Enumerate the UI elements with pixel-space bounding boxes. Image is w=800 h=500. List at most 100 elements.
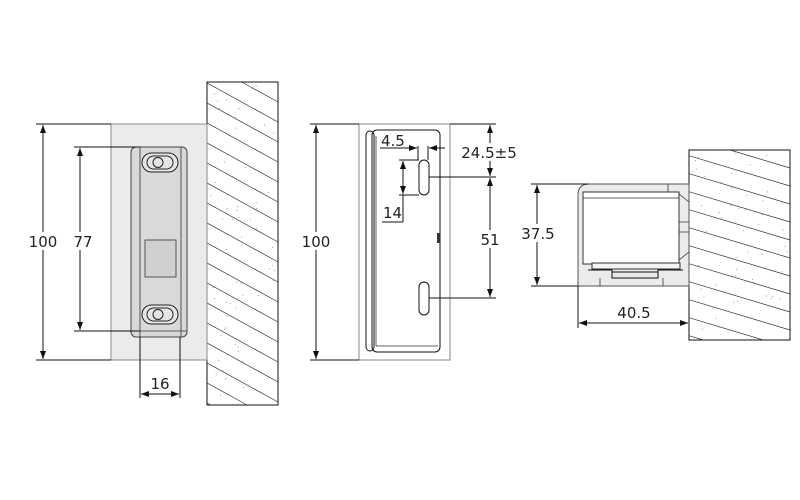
aggregate-dot xyxy=(704,297,705,298)
aggregate-dot xyxy=(226,302,227,303)
hatch-line xyxy=(689,246,790,276)
aggregate-dot xyxy=(241,283,242,284)
wall-section-right xyxy=(689,150,790,340)
aggregate-dot xyxy=(256,208,257,209)
aggregate-dot xyxy=(693,171,694,172)
aggregate-dot xyxy=(746,195,747,196)
aggregate-dot xyxy=(269,269,270,270)
dim-label-slot-spacing: 51 xyxy=(480,231,499,249)
screw-slot-bottom xyxy=(142,305,178,324)
hatch-line xyxy=(207,123,278,162)
aggregate-dot xyxy=(772,296,773,297)
front-view: 100 77 16 xyxy=(26,82,278,405)
aggregate-dot xyxy=(698,157,699,158)
dim-label-slot-offset: 4.5 xyxy=(381,132,405,150)
aggregate-dot xyxy=(235,128,236,129)
aggregate-dot xyxy=(781,203,782,204)
hatch-line xyxy=(207,243,278,282)
aggregate-dot xyxy=(758,224,759,225)
aggregate-dot xyxy=(739,208,740,209)
aggregate-dot xyxy=(238,260,239,261)
hatch-line xyxy=(689,318,763,340)
aggregate-dot xyxy=(256,203,257,204)
aggregate-dot xyxy=(225,233,226,234)
aggregate-dot xyxy=(218,360,219,361)
hatch-line xyxy=(689,336,703,340)
aggregate-dot xyxy=(256,228,257,229)
aggregate-dot xyxy=(217,101,218,102)
aggregate-dot xyxy=(719,327,720,328)
aggregate-dot xyxy=(243,387,244,388)
hatch-line xyxy=(689,264,790,294)
aggregate-dot xyxy=(236,210,237,211)
aggregate-dot xyxy=(214,94,215,95)
aggregate-dot xyxy=(735,275,736,276)
hatch-line xyxy=(207,383,247,405)
aggregate-dot xyxy=(241,236,242,237)
aggregate-dot xyxy=(737,257,738,258)
aggregate-dot xyxy=(766,296,767,297)
dim-label-slot-length: 14 xyxy=(383,204,402,222)
aggregate-dot xyxy=(273,280,274,281)
hatch-line xyxy=(207,203,278,242)
aggregate-dot xyxy=(220,150,221,151)
aggregate-dot xyxy=(219,108,220,109)
aggregate-dot xyxy=(704,176,705,177)
wall-section-left xyxy=(207,82,278,405)
aggregate-dot xyxy=(784,246,785,247)
aggregate-dot xyxy=(215,182,216,183)
aggregate-dot xyxy=(250,219,251,220)
aggregate-dot xyxy=(783,230,784,231)
hatch-line xyxy=(207,83,278,122)
aggregate-dot xyxy=(750,164,751,165)
aggregate-dot xyxy=(779,299,780,300)
aggregate-dot xyxy=(731,173,732,174)
aggregate-dot xyxy=(716,285,717,286)
aggregate-dot xyxy=(753,282,754,283)
dim-label-width: 16 xyxy=(150,375,169,393)
aggregate-dot xyxy=(752,279,753,280)
dim-label-profile-depth: 40.5 xyxy=(617,304,650,322)
aggregate-dot xyxy=(238,298,239,299)
aggregate-dot xyxy=(245,167,246,168)
aggregate-dot xyxy=(748,251,749,252)
dim-label-top-offset: 24.5±5 xyxy=(461,144,517,162)
aggregate-dot xyxy=(762,200,763,201)
aggregate-dot xyxy=(242,302,243,303)
screw-slot-top xyxy=(142,153,178,172)
aggregate-dot xyxy=(211,195,212,196)
aggregate-dot xyxy=(216,374,217,375)
aggregate-dot xyxy=(701,289,702,290)
aggregate-dot xyxy=(241,245,242,246)
aggregate-dot xyxy=(221,335,222,336)
aggregate-dot xyxy=(235,344,236,345)
aggregate-dot xyxy=(252,88,253,89)
aggregate-dot xyxy=(239,108,240,109)
magnet-window xyxy=(145,240,176,277)
hatch-line xyxy=(207,303,278,342)
aggregate-dot xyxy=(214,298,215,299)
aggregate-dot xyxy=(227,208,228,209)
aggregate-dot xyxy=(696,169,697,170)
hatch-line xyxy=(689,192,790,222)
hatch-line xyxy=(689,174,790,204)
aggregate-dot xyxy=(702,328,703,329)
aggregate-dot xyxy=(721,182,722,183)
aggregate-dot xyxy=(730,205,731,206)
dim-label-side-height: 100 xyxy=(302,233,331,251)
aggregate-dot xyxy=(699,265,700,266)
aggregate-dot xyxy=(272,265,273,266)
aggregate-dot xyxy=(721,217,722,218)
aggregate-dot xyxy=(225,328,226,329)
aggregate-dot xyxy=(227,316,228,317)
aggregate-dot xyxy=(235,117,236,118)
aggregate-dot xyxy=(232,219,233,220)
aggregate-dot xyxy=(274,270,275,271)
dim-label-profile-height: 37.5 xyxy=(521,225,554,243)
aggregate-dot xyxy=(737,301,738,302)
aggregate-dot xyxy=(222,370,223,371)
hatch-line xyxy=(207,183,278,222)
dim-label-hole-spacing: 77 xyxy=(73,233,92,251)
dim-label-height: 100 xyxy=(29,233,58,251)
aggregate-dot xyxy=(238,351,239,352)
